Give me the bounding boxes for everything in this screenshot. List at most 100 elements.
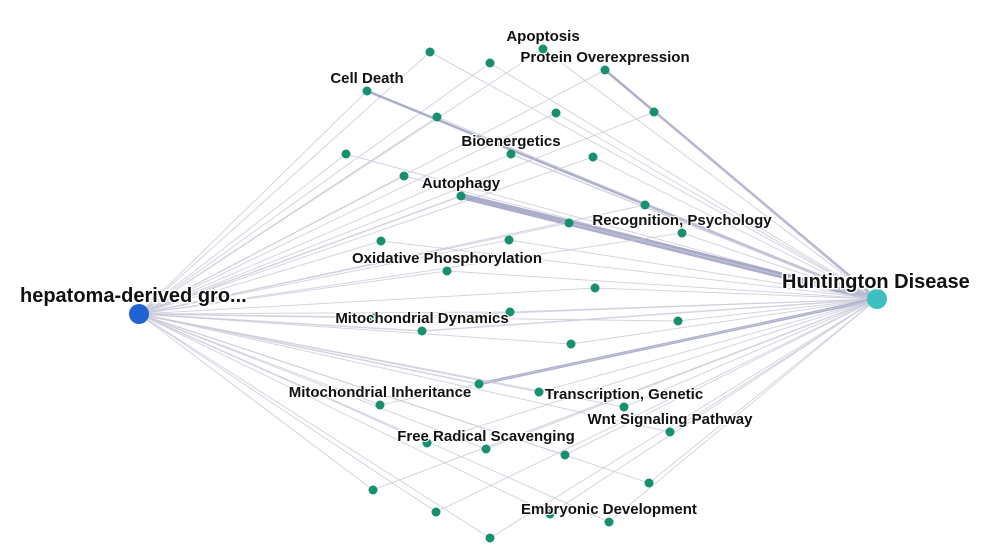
intermediate-node[interactable]: [375, 400, 385, 410]
edge-source-to-node: [138, 313, 374, 491]
intermediate-node[interactable]: [422, 438, 432, 448]
intermediate-node[interactable]: [341, 149, 351, 159]
edge-node-to-target: [564, 298, 878, 456]
intermediate-node[interactable]: [604, 517, 614, 527]
intermediate-node[interactable]: [673, 316, 683, 326]
edge-node-to-target: [623, 298, 878, 408]
edge-source-to-node: [138, 313, 679, 322]
target-node[interactable]: [867, 289, 887, 309]
intermediate-node[interactable]: [538, 44, 548, 54]
intermediate-node[interactable]: [665, 427, 675, 437]
intermediate-node[interactable]: [425, 47, 435, 57]
intermediate-node[interactable]: [588, 152, 598, 162]
intermediate-node[interactable]: [677, 228, 687, 238]
edge-source-to-node: [138, 116, 438, 315]
edge-source-to-node: [138, 222, 570, 315]
edge-node-to-target: [436, 116, 878, 300]
intermediate-node[interactable]: [534, 387, 544, 397]
edge-node-to-target: [592, 156, 878, 300]
edge-node-to-target: [372, 298, 878, 491]
intermediate-node[interactable]: [505, 307, 515, 317]
intermediate-node[interactable]: [362, 86, 372, 96]
intermediate-node[interactable]: [417, 326, 427, 336]
intermediate-node[interactable]: [551, 108, 561, 118]
intermediate-node[interactable]: [590, 283, 600, 293]
intermediate-node[interactable]: [431, 507, 441, 517]
intermediate-node[interactable]: [619, 402, 629, 412]
intermediate-node[interactable]: [456, 191, 466, 201]
intermediate-node[interactable]: [566, 339, 576, 349]
intermediate-node[interactable]: [442, 266, 452, 276]
intermediate-node[interactable]: [640, 200, 650, 210]
intermediate-node[interactable]: [399, 171, 409, 181]
intermediate-node[interactable]: [485, 533, 495, 543]
node-label: Embryonic Development: [521, 501, 697, 518]
edge-node-to-target: [542, 48, 878, 300]
node-label: Mitochondrial Inheritance: [289, 384, 472, 401]
edge-node-to-target: [648, 298, 878, 484]
edge-source-to-node: [138, 90, 368, 315]
edge-node-to-target: [489, 298, 878, 539]
edge-node-to-target: [570, 298, 878, 345]
intermediate-node[interactable]: [369, 313, 379, 323]
edge-node-to-target: [555, 112, 878, 300]
edge-node-to-target: [653, 111, 878, 300]
edge-node-to-target: [446, 270, 878, 300]
target-label: Huntington Disease: [782, 271, 970, 293]
edge-node-to-target: [421, 298, 878, 332]
edge-source-to-node: [138, 270, 448, 315]
edge-node-to-target: [538, 298, 878, 393]
intermediate-node[interactable]: [485, 58, 495, 68]
edge-source-to-node: [138, 313, 437, 513]
intermediate-node[interactable]: [600, 65, 610, 75]
edge-source-to-node: [138, 175, 405, 315]
node-label: Apoptosis: [506, 28, 579, 45]
intermediate-node[interactable]: [545, 509, 555, 519]
edge-source-to-node: [138, 313, 487, 450]
edge-node-to-target: [429, 51, 878, 300]
node-label: Protein Overexpression: [520, 49, 689, 66]
intermediate-node[interactable]: [432, 112, 442, 122]
intermediate-node[interactable]: [560, 450, 570, 460]
intermediate-node[interactable]: [506, 149, 516, 159]
source-label: hepatoma-derived gro...: [20, 285, 247, 307]
intermediate-node[interactable]: [644, 478, 654, 488]
edge-source-to-node: [138, 313, 551, 515]
edge-source-to-node: [138, 313, 610, 523]
edge-source-to-node: [138, 111, 655, 315]
node-label: Autophagy: [422, 175, 501, 192]
edge-node-to-target: [379, 298, 878, 406]
edge-node-to-target: [594, 287, 878, 300]
edge-node-to-target: [380, 240, 878, 300]
edge-node-to-target: [681, 232, 878, 300]
source-node[interactable]: [129, 304, 149, 324]
intermediate-node[interactable]: [564, 218, 574, 228]
intermediate-node[interactable]: [649, 107, 659, 117]
edge-source-to-node: [138, 51, 431, 315]
edges: [138, 48, 878, 539]
edge-source-to-node: [138, 195, 462, 315]
node-label: Bioenergetics: [461, 133, 560, 150]
intermediate-node[interactable]: [481, 444, 491, 454]
nodes: [341, 44, 687, 543]
edge-source-to-node: [138, 240, 382, 315]
edge-source-to-node: [138, 287, 596, 315]
edge-source-to-node: [138, 239, 510, 315]
edge-node-to-target: [549, 298, 878, 515]
intermediate-node[interactable]: [368, 485, 378, 495]
edge-source-to-node: [138, 156, 594, 315]
edge-node-to-target: [373, 298, 878, 319]
edge-source-to-node: [138, 153, 347, 315]
edge-source-to-node: [138, 313, 572, 345]
edge-source-to-node: [138, 232, 683, 315]
intermediate-node[interactable]: [474, 379, 484, 389]
edge-source-to-node: [138, 62, 491, 315]
node-label: Transcription, Genetic: [545, 386, 703, 403]
edge-node-to-target: [644, 204, 878, 300]
node-label: Recognition, Psychology: [592, 212, 772, 229]
intermediate-node[interactable]: [376, 236, 386, 246]
edge-source-to-node: [138, 313, 491, 539]
edge-node-to-target: [489, 62, 878, 300]
intermediate-node[interactable]: [504, 235, 514, 245]
